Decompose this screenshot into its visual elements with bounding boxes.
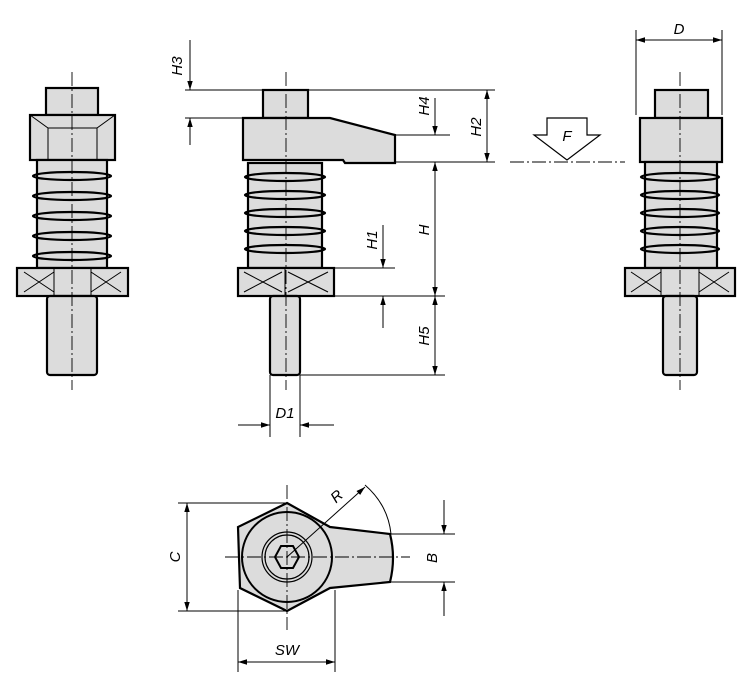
dim-d1-label: D1	[275, 405, 294, 422]
dim-h1-label: H1	[364, 230, 381, 249]
force-label: F	[562, 128, 572, 145]
dim-b-label: B	[424, 553, 441, 563]
dim-h4-label: H4	[416, 96, 433, 115]
dim-h3-label: H3	[169, 56, 186, 76]
left-side-view	[15, 72, 130, 390]
center-side-view: H3 H4 H2 H H1 H5 D1	[169, 40, 495, 437]
dim-r-label: R	[327, 487, 347, 507]
dim-sw-label: SW	[275, 642, 301, 659]
top-view: C B SW R	[167, 484, 455, 672]
dim-h-label: H	[416, 224, 433, 235]
force-arrow: F	[510, 117, 625, 163]
right-side-view: D	[623, 21, 737, 390]
dim-c-label: C	[167, 551, 184, 562]
dim-h5-label: H5	[416, 326, 433, 346]
dim-d-label: D	[674, 21, 685, 38]
dim-h2-label: H2	[468, 117, 485, 137]
